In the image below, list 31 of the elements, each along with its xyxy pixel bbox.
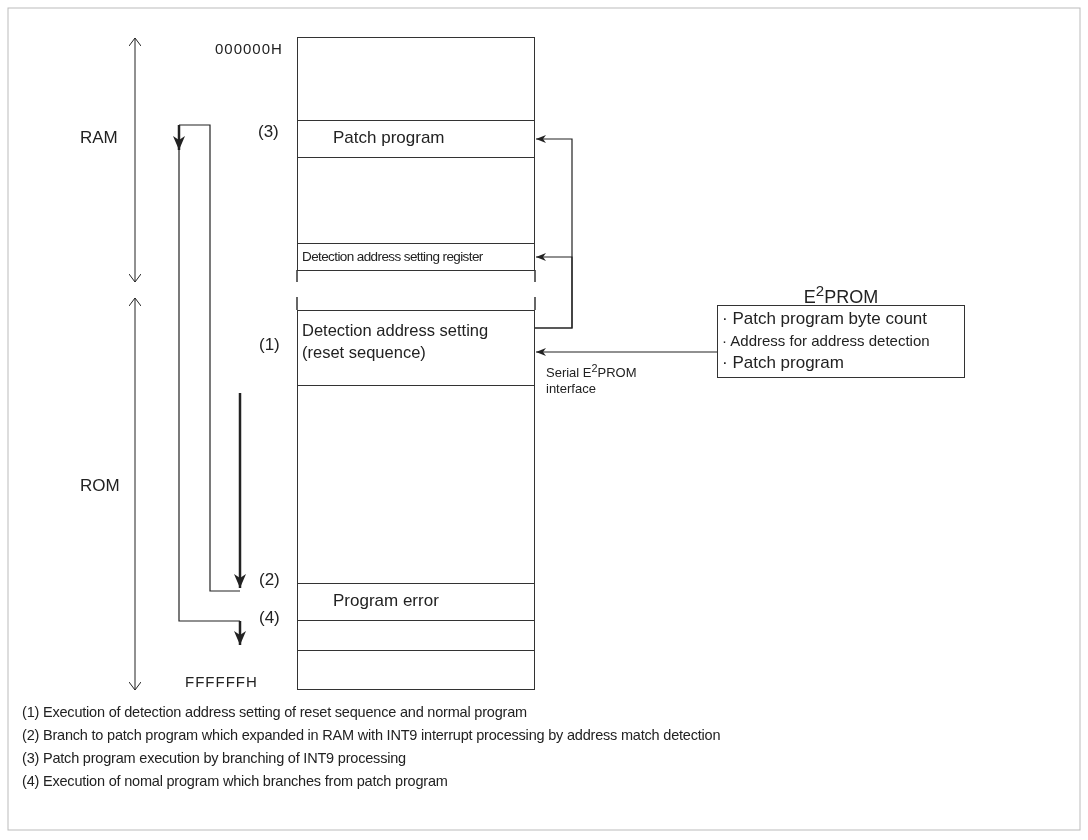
block-label: Detection address setting (reset sequence): [302, 320, 490, 363]
memory-block: [297, 310, 535, 386]
footnote: (2) Branch to patch program which expanded in RAM with INT9 interrupt processing by address match detection: [22, 727, 721, 743]
memory-block: [297, 157, 535, 244]
memory-area-label: RAM: [80, 128, 118, 148]
block-label: Patch program: [333, 127, 445, 149]
memory-block: [297, 620, 535, 651]
list-item: · Patch program: [722, 352, 844, 374]
memory-block: [297, 583, 535, 621]
list-item: · Patch program byte count: [722, 308, 928, 330]
memory-block: [297, 650, 535, 690]
arrow: [535, 348, 718, 356]
list-item: · Address for address detection: [722, 331, 930, 351]
arrow: [534, 135, 573, 329]
memory-block: [297, 243, 535, 271]
memory-block: [297, 37, 535, 121]
step-number: (3): [258, 122, 279, 142]
memory-block: [297, 120, 535, 158]
step-number: (4): [259, 608, 280, 628]
footnote: (3) Patch program execution by branching of INT9 processing: [22, 750, 406, 766]
step-number: (2): [259, 570, 280, 590]
memory-area-label: ROM: [80, 476, 120, 496]
block-label: Program error: [333, 590, 439, 612]
address-label: FFFFFFH: [185, 673, 258, 690]
footnote: (4) Execution of nomal program which branches from patch program: [22, 773, 448, 789]
block-label: Detection address setting register: [302, 248, 483, 266]
step-number: (1): [259, 335, 280, 355]
footnote: (1) Execution of detection address setting of reset sequence and normal program: [22, 704, 527, 720]
memory-heading: E$^{2}$PROM: [802, 281, 880, 308]
address-label: 000000H: [215, 40, 283, 57]
memory-block: [297, 385, 535, 584]
